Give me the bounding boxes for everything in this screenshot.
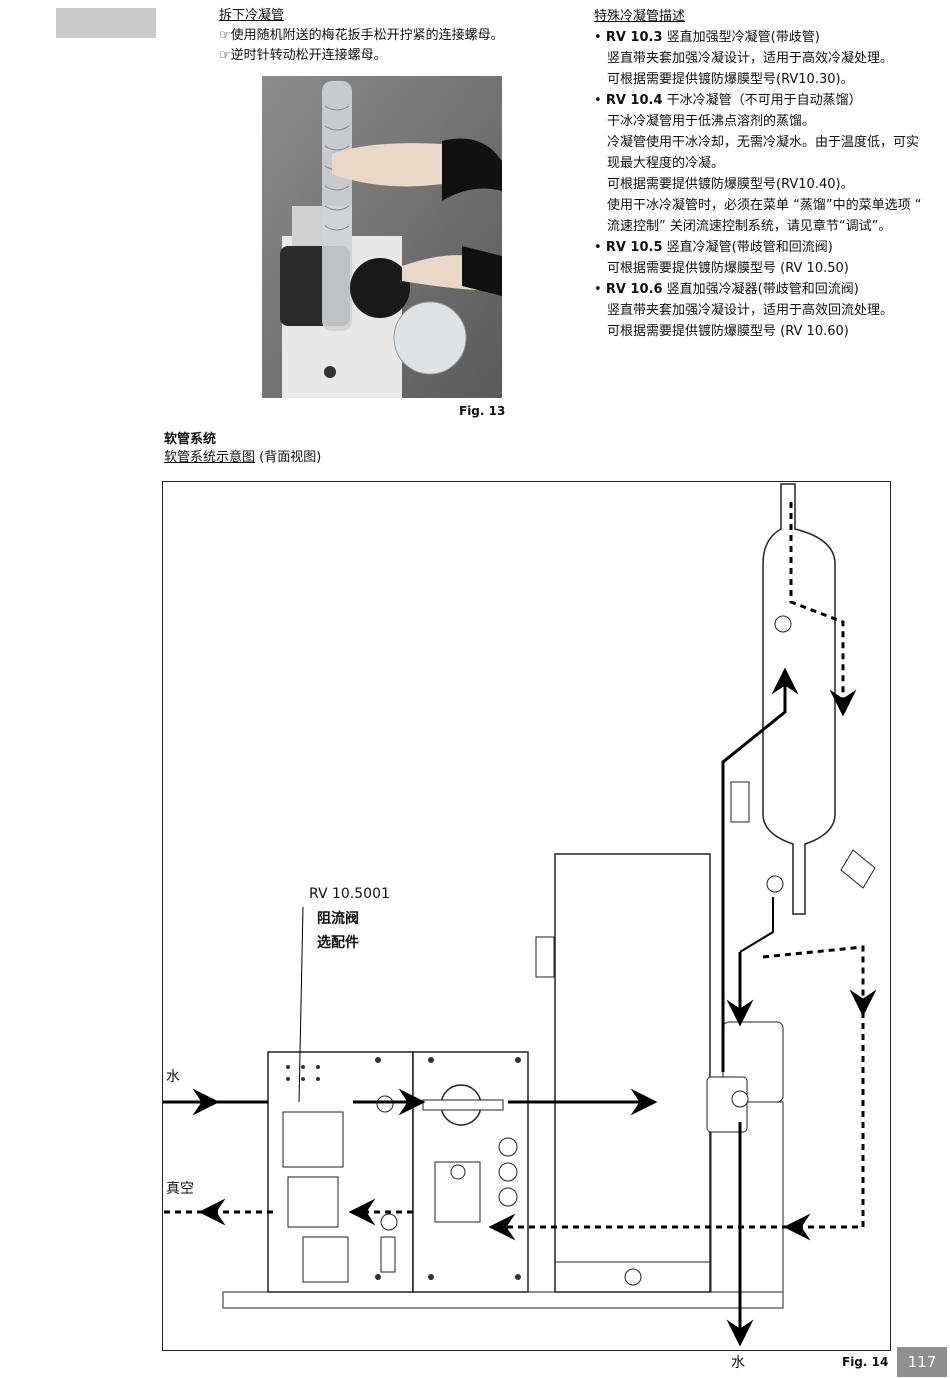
water-in-label: 水	[166, 1069, 180, 1085]
item-rv103: • RV 10.3 竖直加强型冷凝管(带歧管)	[594, 30, 820, 45]
water-out-label: 水	[731, 1355, 745, 1371]
hose-system-diagram: RV 10.5001 阻流阀 选配件 水 真空	[162, 481, 891, 1351]
left-column: 拆下冷凝管 ☞使用随机附送的梅花扳手松开拧紧的连接螺母。 ☞逆时针转动松开连接螺…	[219, 6, 559, 66]
vacuum-label: 真空	[166, 1181, 194, 1197]
page-number: 117	[897, 1347, 947, 1377]
section-tab	[56, 8, 156, 38]
fig13-caption: Fig. 13	[459, 404, 506, 418]
item-rv106: • RV 10.6 竖直加强冷凝器(带歧管和回流阀)	[594, 282, 859, 297]
valve-label-optional: 选配件	[317, 935, 359, 951]
condenser-photo	[262, 76, 502, 398]
valve-label-model: RV 10.5001	[309, 886, 390, 902]
right-heading: 特殊冷凝管描述	[594, 9, 686, 24]
section-title: 软管系统	[164, 432, 217, 447]
left-heading: 拆下冷凝管	[219, 8, 285, 23]
step-1: ☞使用随机附送的梅花扳手松开拧紧的连接螺母。	[219, 28, 504, 43]
item-rv105: • RV 10.5 竖直冷凝管(带歧管和回流阀)	[594, 240, 833, 255]
right-column: 特殊冷凝管描述 • RV 10.3 竖直加强型冷凝管(带歧管) 竖直带夹套加强冷…	[594, 6, 944, 342]
section-subtitle: 软管系统示意图 (背面视图)	[164, 450, 322, 465]
step-2: ☞逆时针转动松开连接螺母。	[219, 48, 387, 63]
valve-label-name: 阻流阀	[317, 911, 359, 927]
fig14-caption: Fig. 14	[842, 1355, 889, 1369]
item-rv104: • RV 10.4 干冰冷凝管（不可用于自动蒸馏）	[594, 93, 862, 108]
